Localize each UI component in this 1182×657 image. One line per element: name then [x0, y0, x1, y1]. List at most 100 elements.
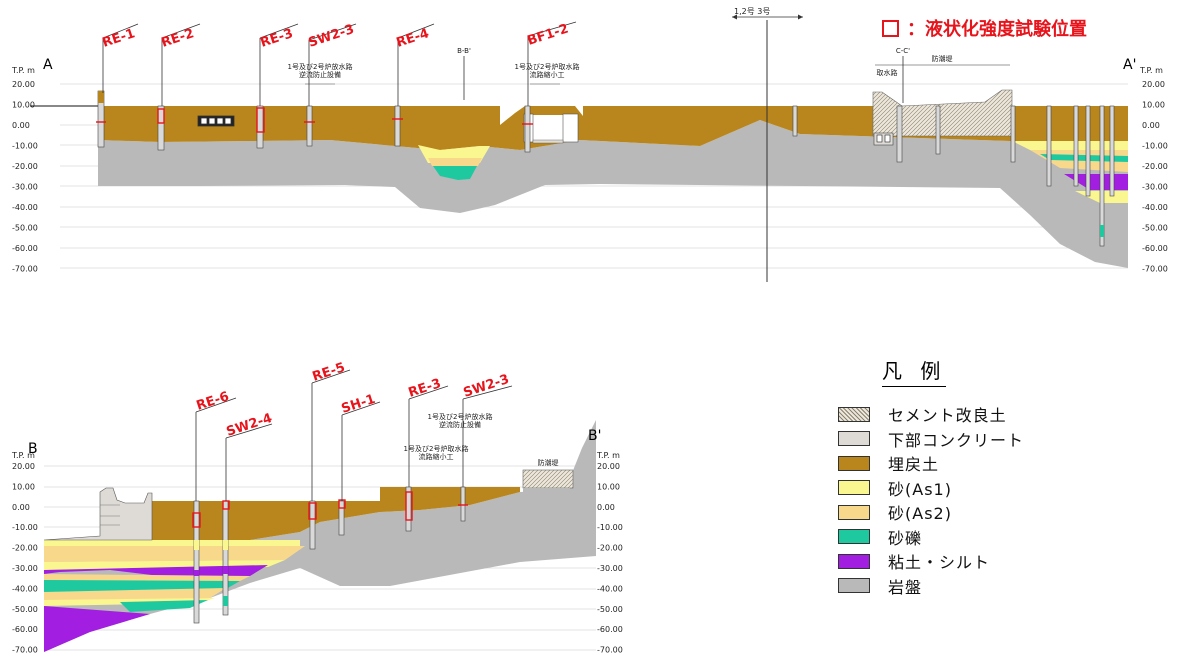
section-b-elevation-left: -10.00: [12, 523, 38, 532]
legend-swatch: [838, 553, 870, 569]
legend-item: 下部コンクリート: [838, 428, 1024, 450]
legend-label: 下部コンクリート: [888, 430, 1025, 450]
borehole-label-sw2-3-b: SW2-3: [462, 372, 512, 401]
legend-label: 粘土・シルト: [888, 553, 991, 572]
section-a-elevation-right: 0.00: [1142, 121, 1160, 130]
section-a-elevation-right: -60.00: [1142, 244, 1168, 253]
section-b-elevation-left: -20.00: [12, 544, 38, 553]
section-b-elevation-right: -50.00: [597, 605, 623, 614]
legend-swatch: [838, 480, 870, 495]
legend-label: 岩盤: [888, 577, 923, 597]
section-b-elevation-left: 10.00: [12, 482, 35, 491]
section-a-intake-void: [533, 115, 563, 142]
section-a-elevation-right: -10.00: [1142, 142, 1168, 151]
section-b-outfall-note: 1号及び2号炉放水路: [428, 412, 493, 421]
section-a-gravel-pocket: [433, 166, 477, 180]
legend-item: 埋戻土: [838, 452, 939, 474]
borehole-label-re-3-b: RE-3: [407, 376, 443, 401]
section-a-elevation-right: -30.00: [1142, 183, 1168, 192]
borehole-label-sh-1: SH-1: [340, 392, 378, 417]
section-a-elevation-axis: T.P. m T.P. m: [11, 66, 1163, 75]
borehole-label-re-1: RE-1: [101, 26, 137, 51]
test-position-note: ：液状化強度試験位置: [882, 15, 1087, 41]
section-b-intake-note-2: 流路縮小工: [419, 452, 454, 461]
borehole-label-sw2-4: SW2-4: [225, 411, 275, 440]
section-b-elevation-left: 20.00: [12, 462, 35, 471]
section-a-intake-note-2: 流路縮小工: [530, 70, 565, 79]
section-b-seawall-note: 防潮堤: [538, 458, 559, 467]
section-b-elevation-right: -70.00: [597, 646, 623, 655]
borehole-label-re-6: RE-6: [195, 389, 231, 414]
section-a-outfall-note-2: 逆流防止設備: [299, 70, 341, 79]
section-b-intake-note: 1号及び2号炉取水路: [404, 444, 469, 453]
section-b-seawall: [522, 469, 574, 489]
borehole-label-re-4: RE-4: [395, 26, 431, 51]
section-b-elevation-right: 20.00: [597, 462, 620, 471]
legend-label: 砂礫: [888, 528, 923, 548]
svg-text:T.P. m: T.P. m: [1139, 66, 1163, 75]
legend-item: 岩盤: [838, 575, 922, 597]
section-a-seawall-note: 防潮堤: [932, 54, 953, 63]
section-b-elevation-right: 10.00: [597, 482, 620, 491]
section-a-intake-channel-note: 取水路: [877, 68, 898, 77]
section-a-elevation-left: -50.00: [12, 224, 38, 233]
section-b-tp-right: T.P. m: [596, 451, 620, 460]
legend-swatch: [838, 431, 870, 446]
section-b-sediment-layers: [44, 540, 305, 652]
section-b-elevation-left: 0.00: [12, 503, 30, 512]
section-b-elevation-right: -10.00: [597, 523, 623, 532]
legend-item: セメント改良土: [838, 403, 1007, 425]
section-a-seawall: [872, 89, 1013, 137]
section-a-intake-note: 1号及び2号炉取水路: [515, 62, 580, 71]
section-b-elevation-right: -40.00: [597, 584, 623, 593]
section-a-elevation-right: -20.00: [1142, 162, 1168, 171]
section-a-bb-note: B-B': [457, 47, 471, 55]
section-a-elevation-left: -60.00: [12, 244, 38, 253]
section-b: T.P. m T.P. m 20.00 20.00 10.00 10.00 0.00 0.…: [11, 360, 623, 654]
section-b-elevation-left: -40.00: [12, 584, 38, 593]
borehole-label-re-3: RE-3: [259, 26, 295, 51]
legend-item: 粘土・シルト: [838, 550, 990, 572]
section-a-bedrock: [98, 120, 1128, 268]
legend-swatch: [838, 529, 870, 544]
section-a-elevation-left: -70.00: [12, 265, 38, 274]
section-a-elevation-right: 10.00: [1142, 101, 1165, 110]
section-b-elevation-right: -30.00: [597, 564, 623, 573]
svg-text:T.P. m: T.P. m: [11, 66, 35, 75]
unit-boundary-label: 1,2号 3号: [734, 7, 770, 16]
section-b-start-label: B: [28, 441, 38, 457]
test-position-label: ：液状化強度試験位置: [907, 19, 1087, 40]
legend-label: 砂(As1): [888, 479, 952, 499]
section-a-elevation-left: -40.00: [12, 203, 38, 212]
section-a-test-markers: [96, 107, 533, 133]
section-a-start-label: A: [43, 57, 53, 73]
legend-swatch: [838, 406, 870, 422]
test-position-square-icon: [882, 19, 899, 37]
legend-item: 砂(As1): [838, 477, 952, 499]
section-b-elevation-right: -20.00: [597, 544, 623, 553]
section-b-elevation-left: -70.00: [12, 646, 38, 655]
legend-item: 砂礫: [838, 526, 922, 548]
legend-label: 埋戻土: [888, 455, 940, 474]
section-a-elevation-left: -30.00: [12, 183, 38, 192]
section-b-elevation-right: -60.00: [597, 625, 623, 634]
section-b-backfill: [150, 487, 520, 540]
section-a-cc-note: C-C': [896, 47, 910, 55]
section-b-elevation-left: -50.00: [12, 605, 38, 614]
section-a-outfall-culverts: [197, 115, 235, 127]
section-b-intake-structure: [43, 487, 153, 541]
section-b-boreholes: [193, 486, 466, 624]
legend-swatch: [838, 504, 870, 520]
section-a-elevation-right: -50.00: [1142, 224, 1168, 233]
section-b-tp-left: T.P. m: [11, 451, 35, 460]
legend-swatch: [838, 455, 870, 471]
legend-item: 砂(As2): [838, 501, 952, 523]
borehole-label-bf1-2: BF1-2: [526, 21, 571, 48]
section-a-borehole-labels: RE-1 RE-2 RE-3 SW2-3 RE-4 BF1-2: [101, 21, 571, 50]
legend-title: 凡 例: [882, 355, 947, 387]
section-b-end-label: B': [588, 428, 601, 444]
section-b-elevation-right: 0.00: [597, 503, 615, 512]
borehole-label-re-5: RE-5: [311, 360, 347, 385]
borehole-label-re-2: RE-2: [160, 26, 196, 51]
